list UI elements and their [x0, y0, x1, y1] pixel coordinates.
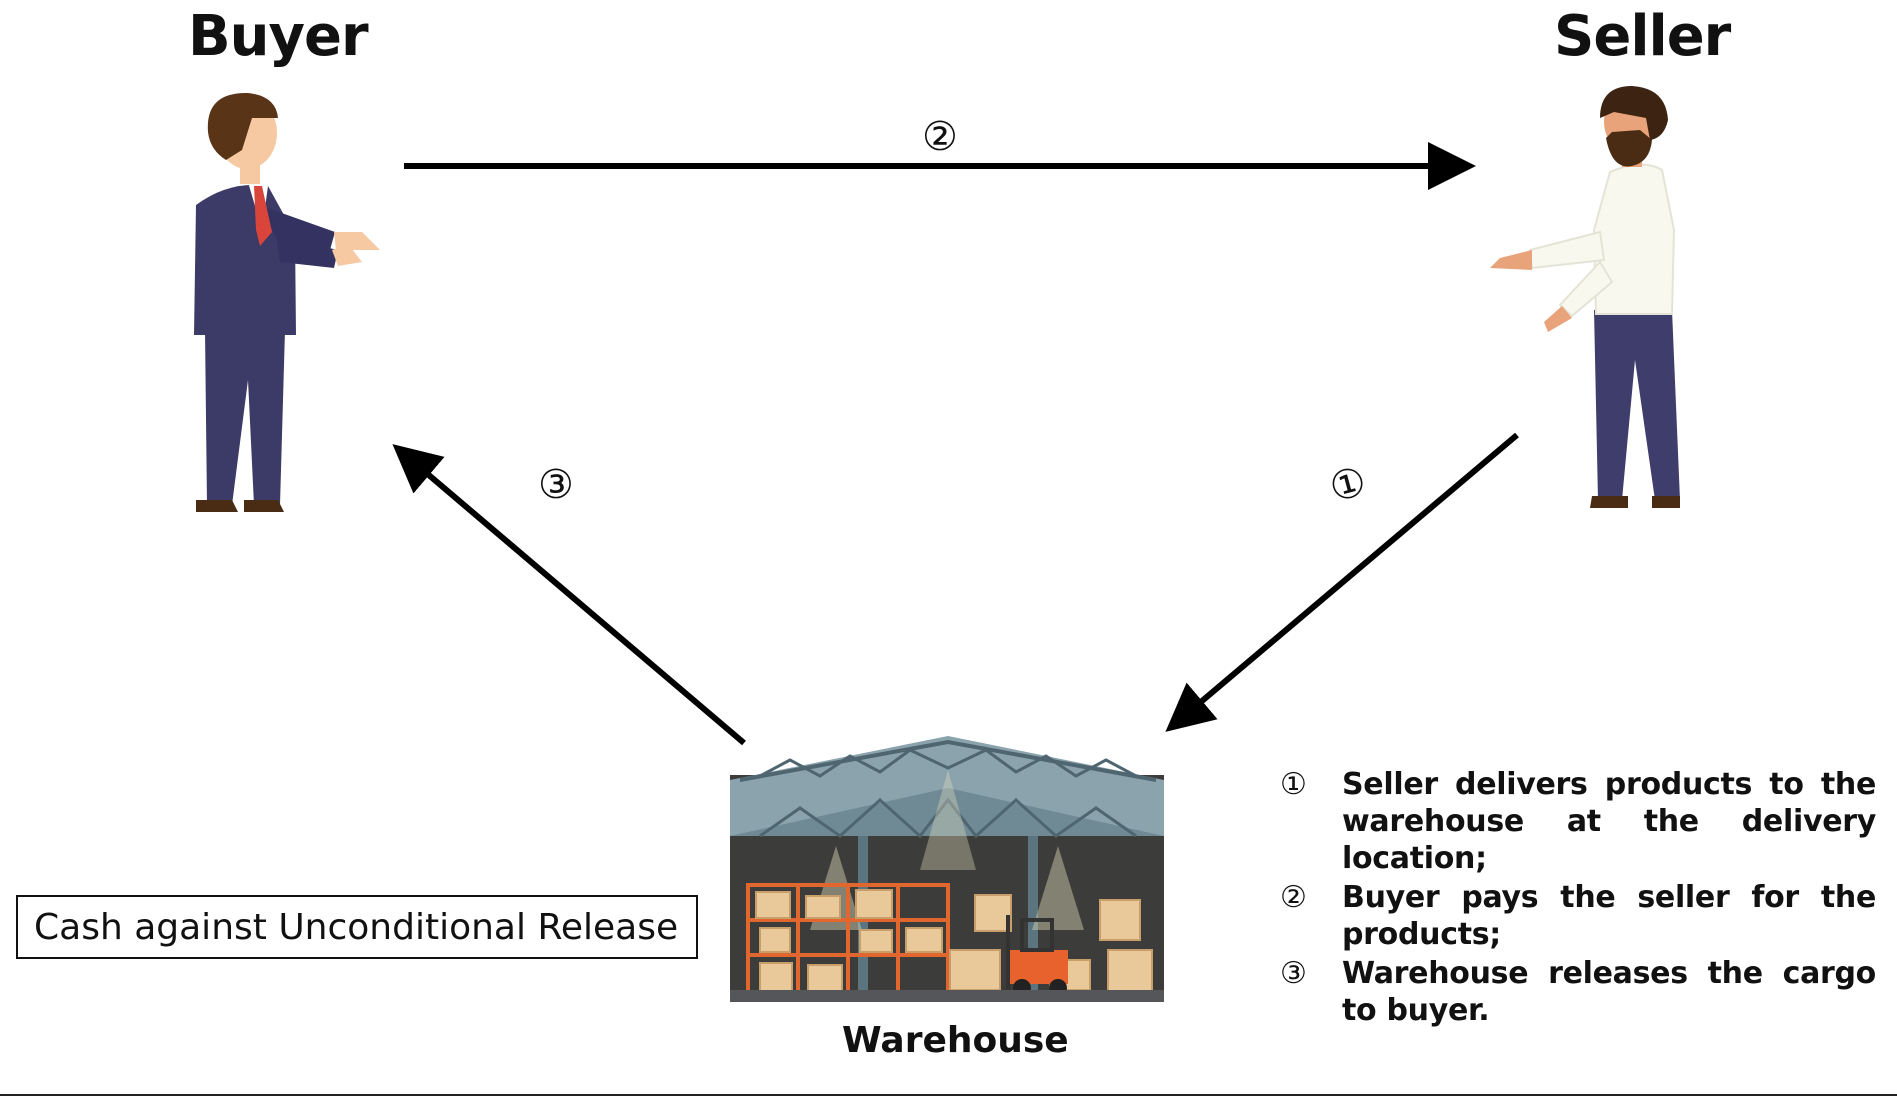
buyer-figure [194, 92, 380, 512]
legend-text: Buyer pays the seller for the products; [1342, 880, 1876, 952]
warehouse-illustration [730, 736, 1164, 1002]
seller-title: Seller [1554, 4, 1731, 69]
step-3-marker: ③ [538, 462, 574, 508]
legend: ① Seller delivers products to the wareho… [1280, 766, 1876, 1031]
seller-figure [1490, 86, 1680, 508]
arrow-step-3-warehouse-to-buyer [392, 444, 746, 746]
buyer-title: Buyer [188, 4, 369, 69]
legend-marker: ① [1280, 767, 1307, 802]
step-2-marker: ② [922, 114, 958, 160]
legend-item-1: ① Seller delivers products to the wareho… [1280, 766, 1876, 877]
method-label: Cash against Unconditional Release [34, 907, 679, 948]
bottom-divider [0, 1094, 1897, 1096]
warehouse-caption: Warehouse [842, 1020, 1069, 1061]
legend-item-2: ② Buyer pays the seller for the products… [1280, 879, 1876, 953]
legend-item-3: ③ Warehouse releases the cargo to buyer. [1280, 955, 1876, 1029]
method-label-box: Cash against Unconditional Release [16, 895, 698, 959]
legend-marker: ③ [1280, 956, 1307, 991]
legend-marker: ② [1280, 880, 1307, 915]
legend-text: Seller delivers products to the warehous… [1342, 767, 1876, 876]
arrow-step-1-seller-to-warehouse [1165, 432, 1519, 732]
legend-text: Warehouse releases the cargo to buyer. [1342, 956, 1876, 1028]
